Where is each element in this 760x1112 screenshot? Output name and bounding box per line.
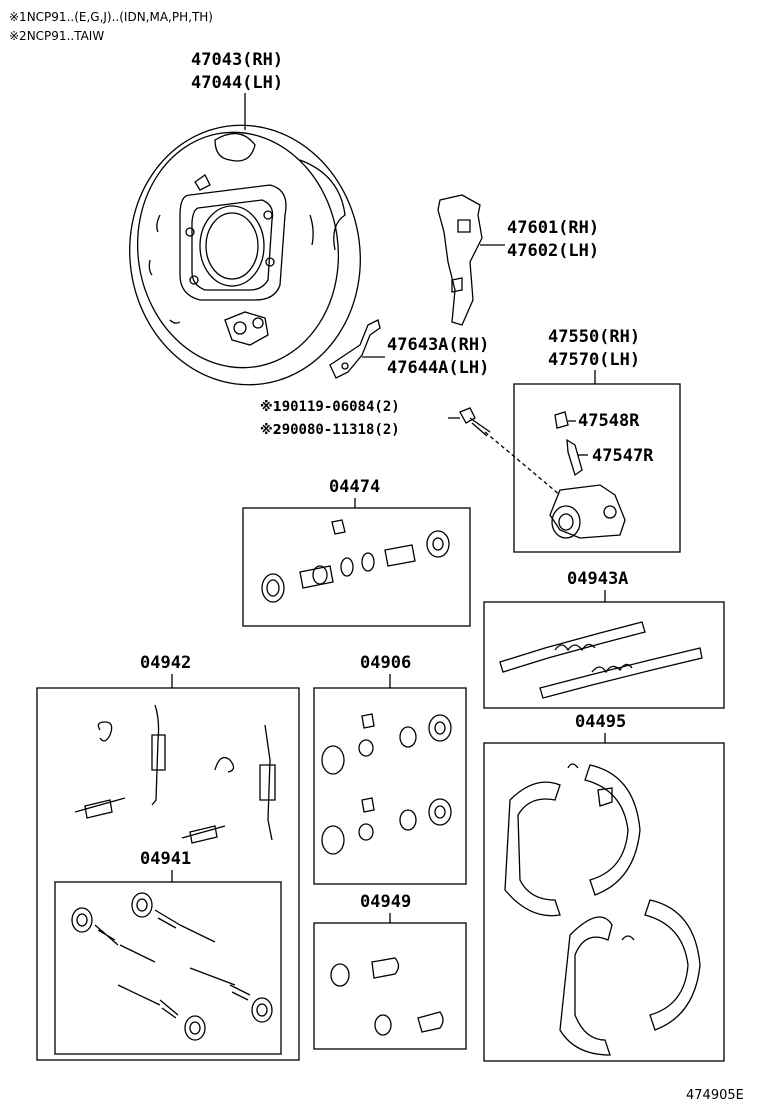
label-bolt-1-mark: ※1: [260, 400, 282, 415]
kit-04906-box: [313, 687, 467, 885]
label-bolt-2-text: 90080-11318(2): [281, 422, 400, 438]
backing-plate-illustration: [129, 124, 361, 386]
kit-04943A-box: [483, 601, 725, 709]
lever-illustration: [437, 194, 483, 326]
note-1: ※1NCP91..(E,G,J)..(IDN,MA,PH,TH): [9, 11, 213, 23]
label-cap[interactable]: 47548R: [578, 411, 640, 431]
label-kit-04943A[interactable]: 04943A: [567, 569, 629, 589]
kit-04495-illustration: [504, 763, 701, 1056]
label-kit-04941[interactable]: 04941: [140, 849, 192, 869]
label-backing-plate-lh[interactable]: 47044(LH): [191, 73, 284, 93]
label-backing-plate-rh[interactable]: 47043(RH): [191, 50, 284, 70]
label-strut-rh[interactable]: 47643A(RH): [387, 335, 490, 355]
kit-04943A-illustration: [499, 621, 703, 699]
note-2-text: NCP91..TAIW: [26, 29, 105, 43]
label-cylinder-lh[interactable]: 47570(LH): [548, 350, 641, 370]
label-bolt-1-text: 90119-06084(2): [281, 399, 400, 415]
note-1-text: NCP91..(E,G,J)..(IDN,MA,PH,TH): [26, 10, 213, 24]
label-kit-04949[interactable]: 04949: [360, 892, 412, 912]
label-lever-rh[interactable]: 47601(RH): [507, 218, 600, 238]
kit-04942-illustration: [74, 704, 276, 844]
kit-04474-box: [242, 507, 471, 627]
label-kit-04906[interactable]: 04906: [360, 653, 412, 673]
label-bolt-1[interactable]: ※190119-06084(2): [260, 398, 400, 415]
label-bolt-2[interactable]: ※290080-11318(2): [260, 421, 400, 438]
label-kit-04942[interactable]: 04942: [140, 653, 192, 673]
label-kit-04474[interactable]: 04474: [329, 477, 381, 497]
kit-04906-illustration: [321, 713, 452, 855]
kit-04941-illustration: [71, 892, 273, 1041]
kit-04474-illustration: [261, 519, 450, 603]
note-1-mark: ※1: [9, 10, 27, 24]
kit-04495-box: [483, 742, 725, 1062]
diagram-code: 474905E: [686, 1088, 744, 1103]
bolt-illustration: [459, 407, 491, 437]
label-kit-04495[interactable]: 04495: [575, 712, 627, 732]
strut-illustration: [329, 319, 381, 379]
label-bleeder[interactable]: 47547R: [592, 446, 654, 466]
cylinder-box: [513, 383, 681, 553]
kit-04949-illustration: [330, 957, 444, 1036]
note-2: ※2NCP91..TAIW: [9, 30, 104, 42]
label-lever-lh[interactable]: 47602(LH): [507, 241, 600, 261]
label-strut-lh[interactable]: 47644A(LH): [387, 358, 490, 378]
kit-04949-box: [313, 922, 467, 1050]
dashed-leader-bolt: [484, 431, 561, 496]
label-cylinder-rh[interactable]: 47550(RH): [548, 327, 641, 347]
kit-04941-box: [54, 881, 282, 1055]
note-2-mark: ※2: [9, 29, 27, 43]
label-bolt-2-mark: ※2: [260, 423, 282, 438]
cylinder-illustration: [549, 411, 626, 539]
kit-04942-box: [36, 687, 300, 1061]
